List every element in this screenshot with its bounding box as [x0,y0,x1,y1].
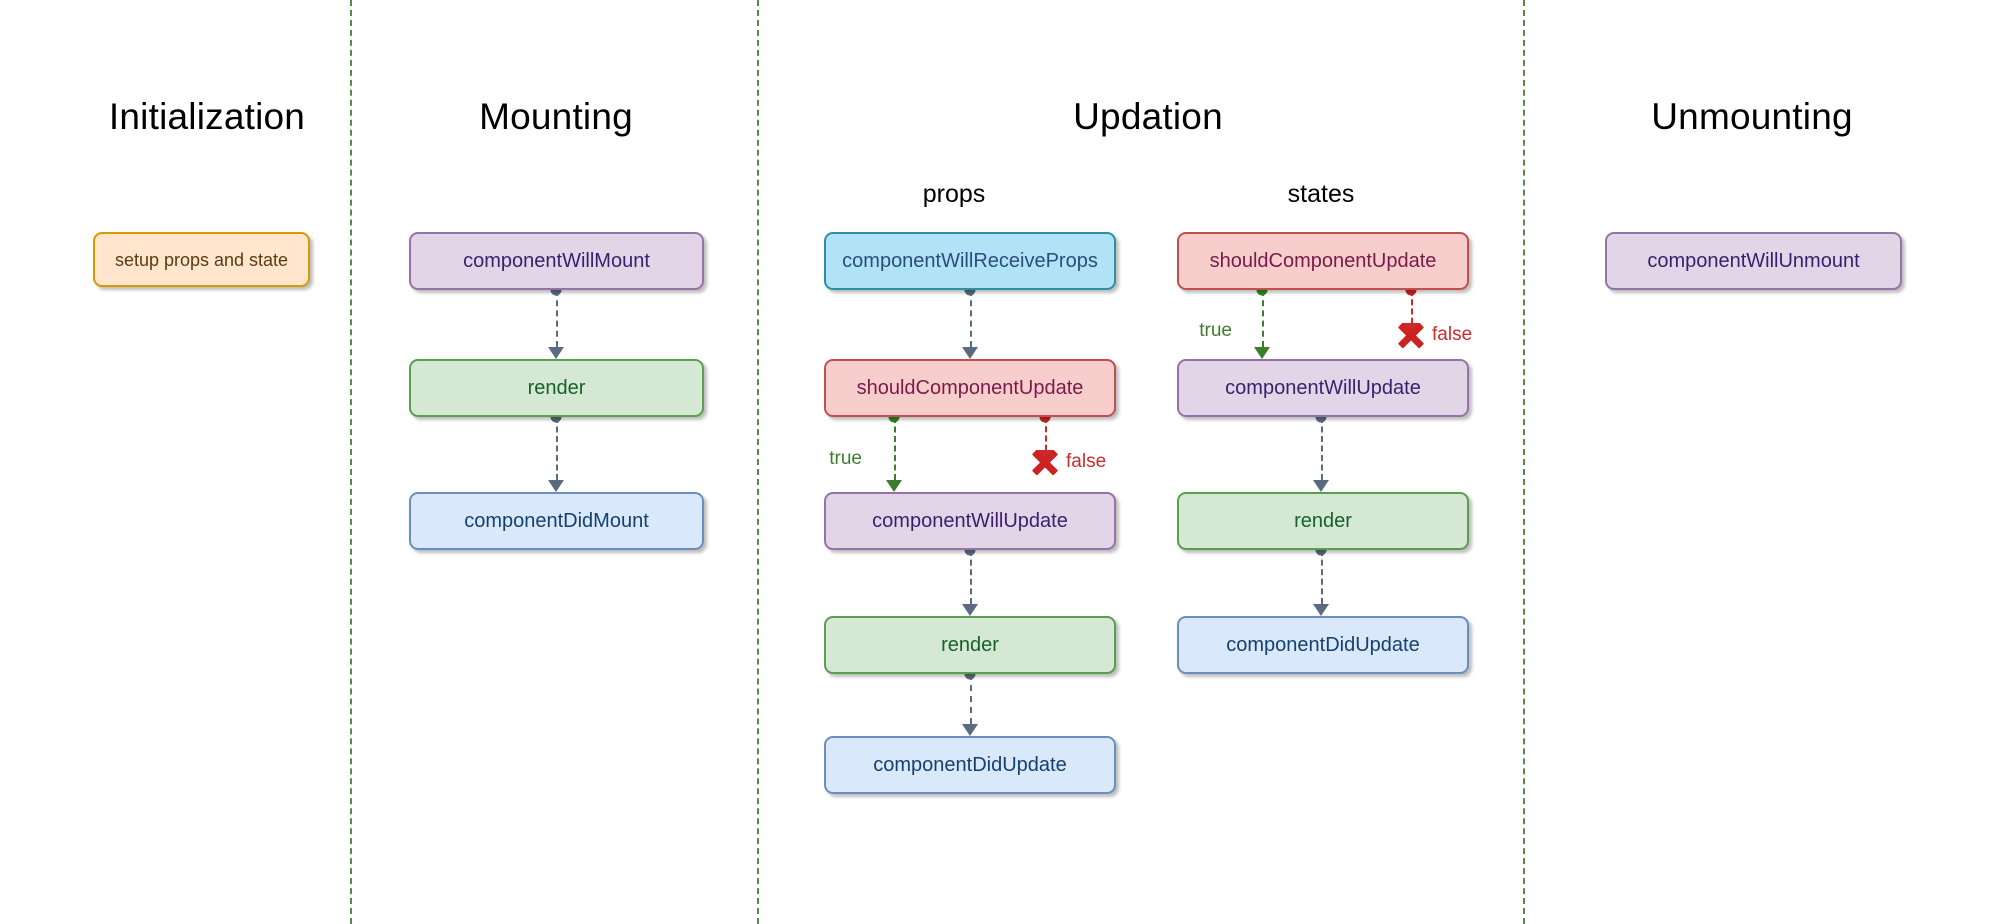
node-props-will-update[interactable]: componentWillUpdate [824,492,1116,550]
connector-arrowhead-props-receive-to-should [962,347,978,359]
connector-source-dot-props-false-branch [1039,411,1051,423]
connector-source-dot-mount-render-to-did [550,411,562,423]
subsection-title-states: states [1287,180,1355,208]
connector-arrowhead-mount-will-to-render [548,347,564,359]
connector-props-render-to-did [970,674,972,724]
connector-source-dot-states-render-to-did [1315,544,1327,556]
connector-source-dot-states-true-branch [1256,284,1268,296]
connector-mount-will-to-render [556,290,558,347]
node-unmounting-will-unmount[interactable]: componentWillUnmount [1605,232,1902,290]
connector-props-false-branch [1045,417,1047,460]
connector-states-true-branch [1262,290,1264,347]
connector-arrowhead-states-render-to-did [1313,604,1329,616]
connector-arrowhead-mount-render-to-did [548,480,564,492]
branch-label-props-false-branch: false [1066,451,1107,472]
connector-props-receive-to-should [970,290,972,347]
connector-states-false-branch [1411,290,1413,333]
connector-source-dot-props-will-to-render [964,544,976,556]
node-states-will-update[interactable]: componentWillUpdate [1177,359,1469,417]
node-setup-props-and-state[interactable]: setup props and state [93,232,310,287]
node-props-render[interactable]: render [824,616,1116,674]
node-mounting-render[interactable]: render [409,359,704,417]
connector-props-true-branch [894,417,896,480]
node-label: componentWillReceiveProps [842,250,1098,272]
section-divider-2 [757,0,759,924]
node-label: render [1294,510,1352,532]
node-label: componentWillUpdate [1225,377,1421,399]
node-states-should-update[interactable]: shouldComponentUpdate [1177,232,1469,290]
connector-source-dot-states-false-branch [1405,284,1417,296]
node-label: componentWillUpdate [872,510,1068,532]
connector-arrowhead-props-render-to-did [962,724,978,736]
node-label: render [941,634,999,656]
branch-label-states-false-branch: false [1432,324,1473,345]
node-mounting-will-mount[interactable]: componentWillMount [409,232,704,290]
node-props-should-update[interactable]: shouldComponentUpdate [824,359,1116,417]
node-label: shouldComponentUpdate [856,377,1084,399]
branch-label-props-true-branch: true [829,448,862,469]
section-title-updation: Updation [1073,96,1223,137]
blocked-x-icon-props-false-branch [1030,447,1060,477]
connector-mount-render-to-did [556,417,558,480]
node-label: componentDidUpdate [1226,634,1420,656]
subsection-title-props: props [922,180,986,208]
connector-source-dot-mount-will-to-render [550,284,562,296]
node-label: setup props and state [114,249,289,270]
branch-label-states-true-branch: true [1199,320,1232,341]
connector-source-dot-props-receive-to-should [964,284,976,296]
connector-source-dot-props-render-to-did [964,668,976,680]
node-states-render[interactable]: render [1177,492,1469,550]
connector-props-will-to-render [970,550,972,604]
connector-arrowhead-props-will-to-render [962,604,978,616]
section-title-mounting: Mounting [479,96,633,137]
node-label: render [527,377,586,399]
section-divider-3 [1523,0,1525,924]
node-label: componentDidUpdate [873,754,1067,776]
connector-states-render-to-did [1321,550,1323,604]
section-title-unmounting: Unmounting [1651,96,1853,137]
node-label: shouldComponentUpdate [1209,250,1437,272]
connector-arrowhead-props-true-branch [886,480,902,492]
blocked-x-icon-states-false-branch [1396,320,1426,350]
node-label: componentWillMount [463,250,650,272]
node-props-will-receive-props[interactable]: componentWillReceiveProps [824,232,1116,290]
node-states-did-update[interactable]: componentDidUpdate [1177,616,1469,674]
connector-source-dot-props-true-branch [888,411,900,423]
node-mounting-did-mount[interactable]: componentDidMount [409,492,704,550]
section-title-initialization: Initialization [108,96,306,137]
node-label: componentDidMount [464,510,649,532]
connector-source-dot-states-will-to-render [1315,411,1327,423]
node-props-did-update[interactable]: componentDidUpdate [824,736,1116,794]
connector-arrowhead-states-will-to-render [1313,480,1329,492]
section-divider-1 [350,0,352,924]
connector-arrowhead-states-true-branch [1254,347,1270,359]
node-label: componentWillUnmount [1647,250,1860,272]
connector-states-will-to-render [1321,417,1323,480]
